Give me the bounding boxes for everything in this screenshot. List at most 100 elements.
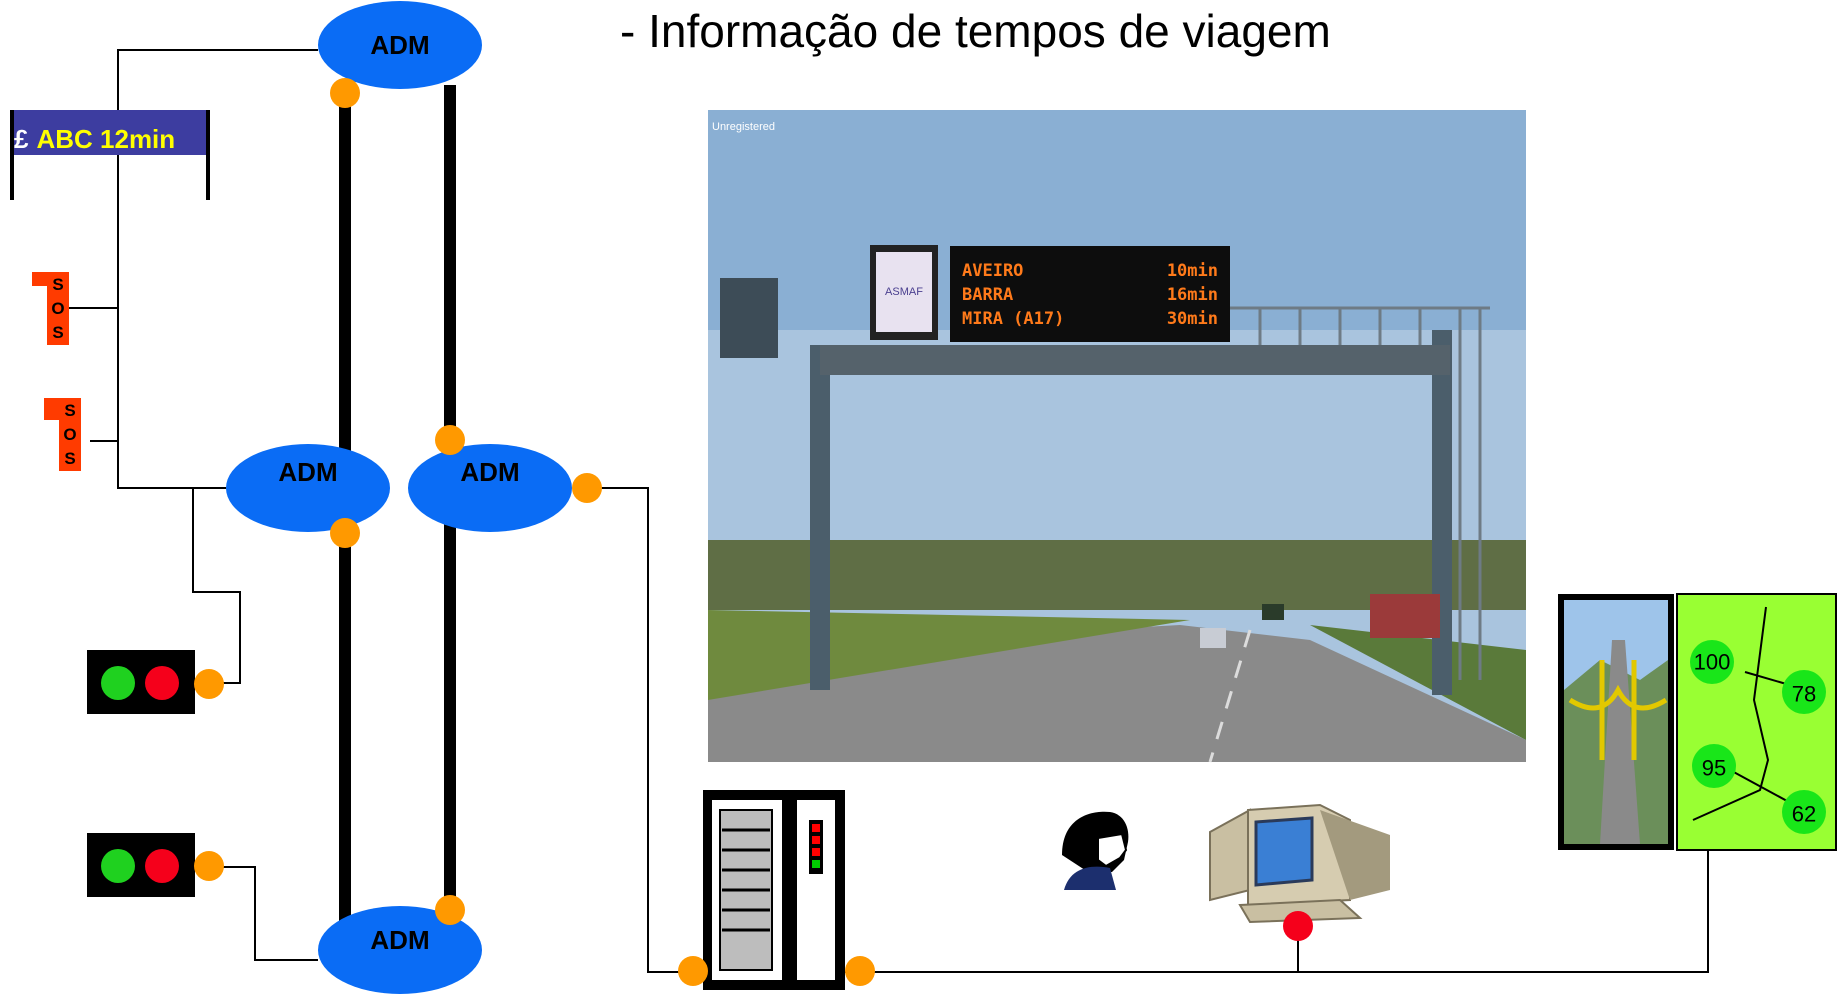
- connector-dot: [330, 78, 360, 108]
- map-node-78[interactable]: 78: [1782, 670, 1826, 714]
- computer-tower: [1209, 808, 1251, 902]
- photo-lane-mark: [1208, 629, 1252, 763]
- connector-dot: [194, 851, 224, 881]
- photo-car: [1200, 628, 1226, 648]
- server-led-red: [812, 824, 820, 832]
- map-road: [1692, 606, 1770, 821]
- traffic-signal-1[interactable]: [87, 650, 195, 714]
- photo-watermark: Unregistered: [712, 121, 775, 133]
- adm-node-middle-right[interactable]: ADM: [408, 444, 572, 532]
- adm-label: ADM: [278, 457, 337, 487]
- adm-ellipse: [226, 444, 390, 532]
- gantry-photo: ASMAF AVEIRO 10min BARRA 16min MIRA (A17…: [708, 110, 1526, 763]
- map-node-value: 62: [1792, 802, 1816, 827]
- photo-gantry-leg: [810, 345, 830, 690]
- computer-connector-dot: [1283, 911, 1313, 941]
- connector-dot: [845, 956, 875, 986]
- photo-time-2: 16min: [1167, 285, 1218, 305]
- green-light-icon: [101, 849, 135, 883]
- red-light-icon: [145, 666, 179, 700]
- photo-time-3: 30min: [1167, 309, 1218, 329]
- computer-screen: [1254, 816, 1314, 887]
- sos-letter: O: [63, 425, 76, 444]
- vms-text: £ABC 12min: [14, 124, 175, 154]
- adm-node-middle-left[interactable]: ADM: [226, 444, 390, 532]
- sos-body: [59, 398, 81, 471]
- page-title: - Informação de tempos de viagem: [620, 5, 1331, 57]
- photo-time-1: 10min: [1167, 261, 1218, 281]
- sos-letter: S: [52, 275, 63, 294]
- map-node-100[interactable]: 100: [1690, 640, 1734, 684]
- photo-gantry-beam: [820, 345, 1450, 375]
- server-led-green: [812, 860, 820, 868]
- photo-dest-2: BARRA: [962, 285, 1013, 305]
- photo-truck: [1262, 604, 1284, 620]
- connector-dot: [435, 895, 465, 925]
- map-node-62[interactable]: 62: [1782, 790, 1826, 834]
- bridge-deck: [1600, 640, 1640, 844]
- sos-letter: S: [64, 401, 75, 420]
- map-node-circle: [1692, 744, 1736, 788]
- speed-map[interactable]: 100 78 95 62: [1676, 593, 1837, 851]
- connector-dot: [678, 956, 708, 986]
- sos-phone-2[interactable]: S O S: [44, 398, 81, 471]
- traffic-signal-2[interactable]: [87, 833, 195, 897]
- computer-monitor-side: [1320, 810, 1390, 900]
- photo-verge: [1310, 625, 1526, 740]
- sos-handset: [32, 272, 50, 286]
- map-node-95[interactable]: 95: [1692, 744, 1736, 788]
- computer-keyboard: [1238, 898, 1363, 924]
- connector-dot: [330, 518, 360, 548]
- connection-points: [194, 78, 875, 986]
- map-node-circle: [1782, 670, 1826, 714]
- map-node-value: 78: [1792, 682, 1816, 707]
- network-wires: [65, 49, 1709, 973]
- bridge-towers: [1568, 660, 1668, 760]
- photo-logo-panel: [876, 252, 932, 332]
- photo-billboard: [1370, 594, 1440, 638]
- sos-letter: S: [64, 449, 75, 468]
- vms-panel: [10, 110, 210, 155]
- photo-vms-board: [950, 246, 1230, 342]
- photo-gantry-leg: [1432, 330, 1452, 695]
- person-face: [1097, 832, 1128, 868]
- computer-icon[interactable]: [1209, 803, 1390, 924]
- map-node-value: 100: [1694, 650, 1731, 675]
- adm-label: ADM: [460, 457, 519, 487]
- map-node-value: 95: [1702, 756, 1726, 781]
- vms-message: ABC 12min: [36, 124, 175, 154]
- person-shirt: [1064, 866, 1116, 890]
- adm-ellipse: [408, 444, 572, 532]
- sos-letter: O: [51, 299, 64, 318]
- sos-body: [47, 272, 69, 345]
- server-led-red: [812, 836, 820, 844]
- photo-dest-1: AVEIRO: [962, 261, 1023, 281]
- map-node-circle: [1690, 640, 1734, 684]
- sos-phone-1[interactable]: S O S: [32, 272, 69, 345]
- photo-dest-3: MIRA (A17): [962, 309, 1064, 329]
- photo-railing: [1230, 306, 1490, 680]
- adm-ellipse: [318, 906, 482, 994]
- server-led-red: [812, 848, 820, 856]
- photo-logo-text: ASMAF: [885, 286, 923, 298]
- photo-cabinet: [720, 278, 778, 358]
- bridge-icon: [1558, 594, 1674, 850]
- green-light-icon: [101, 666, 135, 700]
- server-drive-slots: [722, 828, 770, 932]
- map-node-circle: [1782, 790, 1826, 834]
- sos-letter: S: [52, 323, 63, 342]
- adm-label: ADM: [370, 925, 429, 955]
- red-light-icon: [145, 849, 179, 883]
- adm-ellipse: [318, 1, 482, 89]
- sos-handset: [44, 398, 62, 420]
- vms-sign[interactable]: £ABC 12min: [10, 110, 210, 200]
- server-icon[interactable]: [703, 790, 845, 990]
- vms-pound: £: [14, 124, 29, 154]
- adm-node-bottom[interactable]: ADM: [318, 906, 482, 994]
- adm-label: ADM: [370, 30, 429, 60]
- connector-dot: [572, 473, 602, 503]
- connector-dot: [435, 425, 465, 455]
- adm-node-top[interactable]: ADM: [318, 1, 482, 89]
- person-icon: [1062, 811, 1129, 890]
